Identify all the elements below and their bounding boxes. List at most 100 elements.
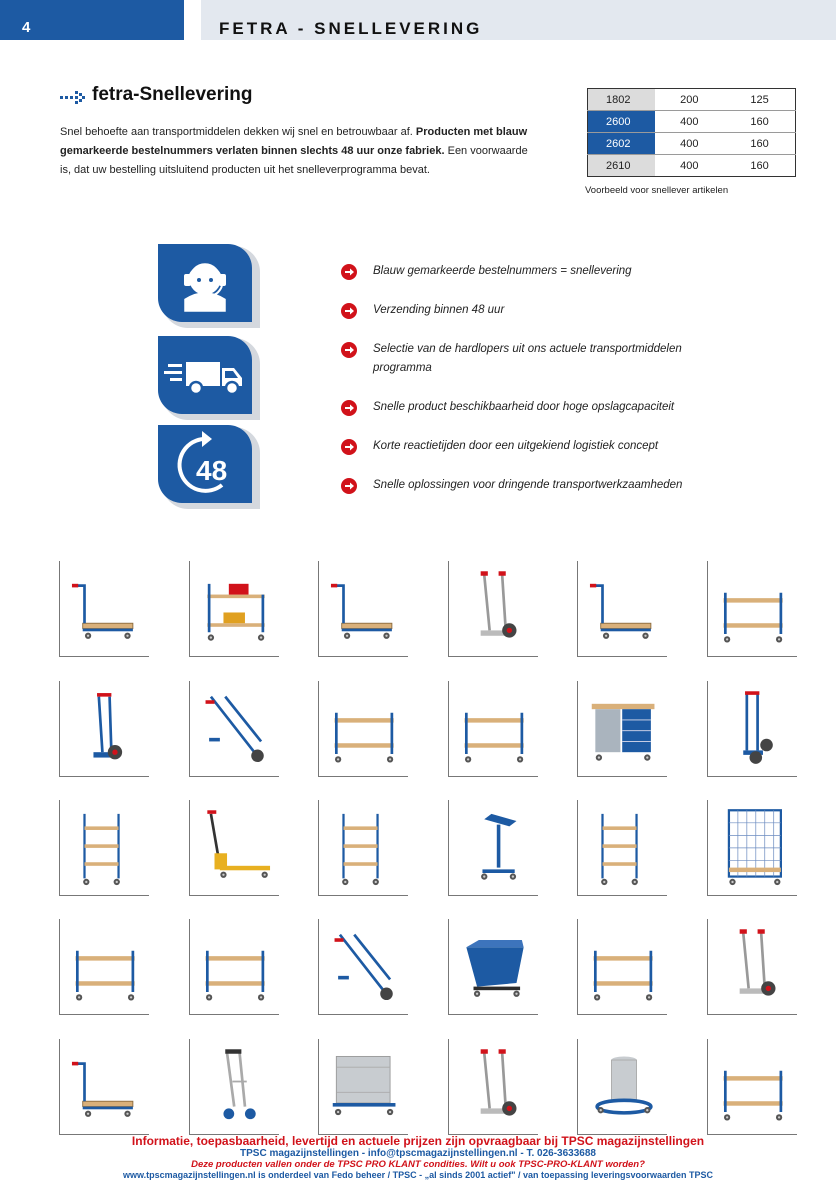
product-thumbnail xyxy=(59,919,149,1015)
sack-truck-image xyxy=(480,1049,517,1116)
footer-info-line: Informatie, toepasbaarheid, levertijd en… xyxy=(131,1134,705,1148)
bullet-text: Snelle oplossingen voor dringende transp… xyxy=(373,479,683,491)
product-thumbnail xyxy=(707,561,797,657)
tipping-container-image xyxy=(466,940,524,997)
intro-text-1: Snel behoefte aan transportmiddelen dekk… xyxy=(60,126,416,138)
badge-48-label: 48 xyxy=(196,455,227,486)
footer-conditions-line: Deze producten vallen onder de TPSC PRO … xyxy=(191,1159,645,1170)
bullet-text: Selectie van de hardlopers uit ons actue… xyxy=(373,343,682,374)
article-number: 1802 xyxy=(587,88,655,111)
bullet-text: Snelle product beschikbaarheid door hoge… xyxy=(373,401,675,413)
panel-truck-image xyxy=(205,695,264,763)
sack-truck-image xyxy=(739,929,776,996)
product-thumbnail xyxy=(577,681,667,777)
list-item: Verzending binnen 48 uur xyxy=(341,301,721,320)
table-cell: 400 xyxy=(654,132,725,155)
table-row: 2610 400 160 xyxy=(587,154,796,177)
cylinder-truck-image xyxy=(93,693,123,760)
stair-sack-truck-image xyxy=(743,691,773,764)
badge-48-hours: 48 xyxy=(158,425,260,509)
platform-trolley-image xyxy=(71,1061,134,1117)
shelf-trolley-image xyxy=(723,1070,783,1121)
product-thumbnail xyxy=(448,561,538,657)
list-item: Blauw gemarkeerde bestelnummers = snelle… xyxy=(341,262,721,281)
shelf-trolley-image xyxy=(75,950,135,1001)
headset-agent-icon xyxy=(184,263,226,312)
multi-shelf-trolley-image xyxy=(83,813,120,886)
table-cell: 125 xyxy=(750,93,769,106)
table-cell: 160 xyxy=(724,110,796,133)
dotted-arrow-icon xyxy=(60,91,85,104)
lifting-table-image xyxy=(481,813,517,880)
footer-contact-line: TPSC magazijnstellingen - info@tpscmagaz… xyxy=(240,1148,596,1159)
product-thumbnail xyxy=(448,919,538,1015)
table-cell: 160 xyxy=(724,154,796,177)
product-thumbnail xyxy=(59,800,149,896)
page-number: 4 xyxy=(22,19,31,36)
product-thumbnail xyxy=(189,800,279,896)
platform-trolley-image xyxy=(330,583,393,639)
product-thumbnail xyxy=(707,681,797,777)
product-thumbnail xyxy=(189,681,279,777)
delivery-truck-icon xyxy=(164,362,242,396)
platform-trolley-image xyxy=(589,583,652,639)
list-item: Snelle oplossingen voor dringende transp… xyxy=(341,476,721,495)
table-row: 2600 400 160 xyxy=(587,110,796,133)
list-item: Selectie van de hardlopers uit ons actue… xyxy=(341,340,721,378)
product-thumbnail xyxy=(59,561,149,657)
bullet-text: Verzending binnen 48 uur xyxy=(373,304,505,316)
product-thumbnail xyxy=(577,919,667,1015)
header-bar: FETRA - SNELLEVERING xyxy=(201,0,836,40)
table-row: 2602 400 160 xyxy=(587,132,796,155)
bullet-text: Korte reactietijden door een uitgekiend … xyxy=(373,440,659,452)
product-thumbnail xyxy=(577,1039,667,1135)
table-cell: 200 xyxy=(680,93,699,106)
red-arrow-icon xyxy=(341,400,357,416)
platform-trolley-image xyxy=(71,583,134,639)
shelf-trolley-image xyxy=(205,950,265,1001)
product-thumbnail xyxy=(577,561,667,657)
page-number-box: 4 xyxy=(0,0,184,40)
shelf-trolley-image xyxy=(723,592,783,643)
red-arrow-icon xyxy=(341,478,357,494)
shelf-trolley-image xyxy=(334,712,394,763)
intro-text-2: Een voorwaarde is, dat uw bestelling uit… xyxy=(60,145,528,176)
product-thumbnail xyxy=(318,561,408,657)
box-trolley-image xyxy=(332,1055,396,1116)
product-thumbnail xyxy=(707,800,797,896)
product-thumbnail xyxy=(189,919,279,1015)
bullet-text: Blauw gemarkeerde bestelnummers = snelle… xyxy=(373,265,632,277)
product-thumbnail xyxy=(577,800,667,896)
table-cell: 400 xyxy=(654,154,725,177)
intro-paragraph: Snel behoefte aan transportmiddelen dekk… xyxy=(60,123,540,180)
shelf-trolley-image xyxy=(464,712,524,763)
product-thumbnail xyxy=(318,1039,408,1135)
product-thumbnail xyxy=(189,561,279,657)
product-thumbnail xyxy=(318,681,408,777)
badge-delivery xyxy=(158,336,260,420)
product-thumbnail xyxy=(189,1039,279,1135)
intro-text-bold: Producten met blauw gemarkeerde bestelnu… xyxy=(60,126,528,157)
red-arrow-icon xyxy=(341,303,357,319)
mesh-trolley-image xyxy=(727,809,782,886)
multi-shelf-trolley-image xyxy=(342,813,379,886)
table-cell: 160 xyxy=(724,132,796,155)
sack-truck-image xyxy=(480,571,517,638)
product-thumbnail xyxy=(59,1039,149,1135)
product-thumbnail xyxy=(318,919,408,1015)
red-arrow-icon xyxy=(341,264,357,280)
section-title: fetra-Snellevering xyxy=(92,84,253,105)
tool-trolley-image xyxy=(207,583,265,641)
red-arrow-icon xyxy=(341,342,357,358)
badge-support xyxy=(158,244,260,328)
benefit-list: Blauw gemarkeerde bestelnummers = snelle… xyxy=(341,262,721,495)
workbench-trolley-image xyxy=(591,703,655,761)
shelf-trolley-image xyxy=(593,950,653,1001)
pallet-truck-image xyxy=(207,810,271,878)
product-thumbnail xyxy=(59,681,149,777)
folding-sack-truck-image xyxy=(223,1049,256,1120)
48-hours-icon: 48 xyxy=(177,431,227,493)
article-number: 2610 xyxy=(587,154,655,177)
multi-shelf-trolley-image xyxy=(601,813,638,886)
product-thumbnail xyxy=(448,800,538,896)
